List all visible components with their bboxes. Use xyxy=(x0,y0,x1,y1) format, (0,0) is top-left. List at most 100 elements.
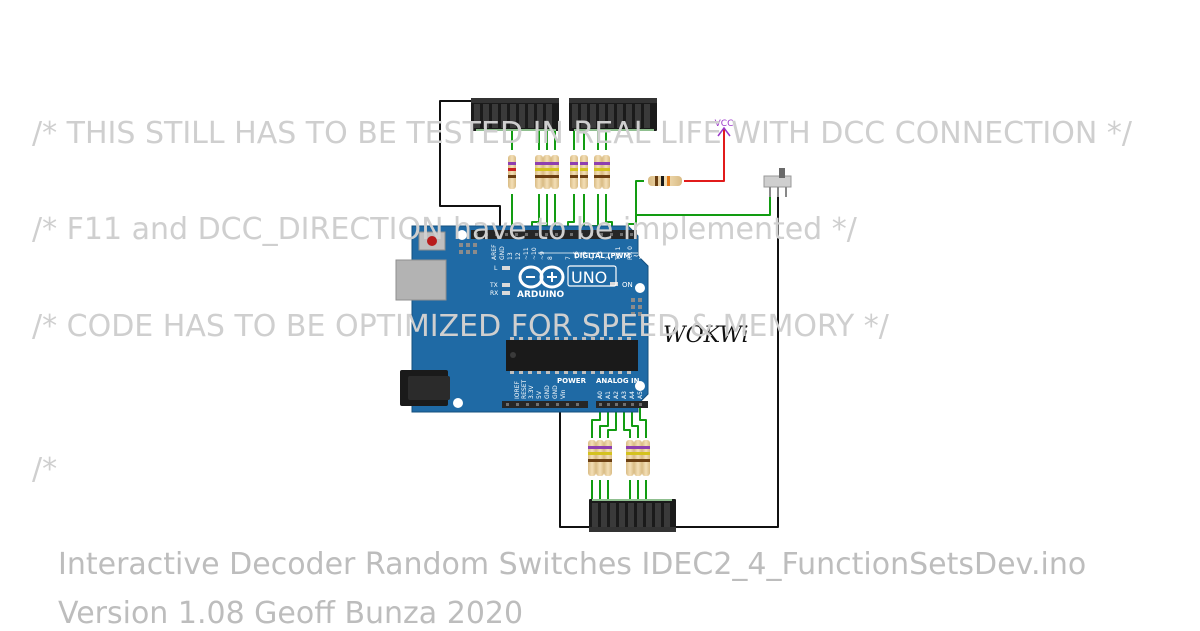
resistor-top-5[interactable] xyxy=(570,155,578,189)
slide-switch[interactable] xyxy=(763,168,792,197)
gnd-wire-top[interactable] xyxy=(439,100,501,234)
rx-led xyxy=(502,291,510,295)
chip-pin xyxy=(555,371,559,374)
chip-pin xyxy=(609,371,613,374)
chip-pin xyxy=(546,337,550,340)
pin-label: 13 xyxy=(507,252,514,260)
power-pin-label: GND xyxy=(552,385,559,399)
pin-label: GND xyxy=(499,246,506,260)
power-header[interactable] xyxy=(502,401,588,408)
resistor-bottom-1[interactable] xyxy=(588,440,596,476)
chip-pin xyxy=(609,337,613,340)
switch-wire-black[interactable] xyxy=(676,197,779,528)
mounting-hole xyxy=(453,398,463,408)
l-led-label: L xyxy=(494,265,498,272)
chip-pin xyxy=(591,337,595,340)
led-bargraph-top-left[interactable] xyxy=(471,98,559,131)
resistor-bottom-4[interactable] xyxy=(626,440,634,476)
resistor-top-1[interactable] xyxy=(508,155,516,189)
resistor-bottom-5[interactable] xyxy=(634,440,642,476)
analog-pin-label: A1 xyxy=(605,391,612,399)
resistor-top-3[interactable] xyxy=(543,155,551,189)
led-bargraph-top-right[interactable] xyxy=(569,98,657,131)
footer-title: Interactive Decoder Random Switches IDEC… xyxy=(58,547,1087,582)
analog-pin-label: A4 xyxy=(629,391,636,399)
chip-pin xyxy=(600,371,604,374)
on-led xyxy=(610,282,618,286)
chip-pin xyxy=(627,371,631,374)
mounting-hole xyxy=(635,283,645,293)
chip-pin xyxy=(582,371,586,374)
pin-label: ~5 xyxy=(581,251,588,260)
resistor-top-4[interactable] xyxy=(551,155,559,189)
reset-button[interactable] xyxy=(418,231,446,251)
chip-pin xyxy=(573,371,577,374)
pin-label: ~9 xyxy=(539,251,546,260)
chip-pin xyxy=(528,371,532,374)
gnd-wire-bottom[interactable] xyxy=(559,406,590,528)
vcc-label: VCC xyxy=(715,119,734,129)
analog-label: ANALOG IN xyxy=(596,377,640,385)
chip-pin xyxy=(537,337,541,340)
pin-label: ~6 xyxy=(573,251,580,260)
rx-led-label: RX xyxy=(490,290,498,297)
board-model: UNO xyxy=(571,268,607,287)
vcc-symbol[interactable]: VCC xyxy=(715,119,734,137)
pin-label: ~10 xyxy=(531,247,538,260)
chip-pin xyxy=(510,371,514,374)
vcc-wire[interactable] xyxy=(684,128,725,182)
resistor-bottom-3[interactable] xyxy=(604,440,612,476)
pin-label: TX 1 xyxy=(615,246,622,261)
pin-label: 8 xyxy=(547,256,554,260)
resistor-bottom-6[interactable] xyxy=(642,440,650,476)
icsp-header xyxy=(459,243,477,254)
board-brand: ARDUINO xyxy=(517,290,565,300)
tx-led-label: TX xyxy=(489,282,498,289)
digital-header[interactable] xyxy=(471,230,637,239)
led-bargraph-bottom[interactable] xyxy=(589,499,676,532)
chip-pin xyxy=(600,337,604,340)
power-label: POWER xyxy=(557,377,587,385)
chip-pin xyxy=(627,337,631,340)
power-pin-label: RESET xyxy=(521,379,528,399)
power-pin-label: GND xyxy=(544,385,551,399)
resistor-pullup[interactable] xyxy=(648,176,682,186)
chip-pin xyxy=(510,337,514,340)
chip-pin xyxy=(564,371,568,374)
pin-label: AREF xyxy=(491,244,498,260)
icsp-header-right xyxy=(631,298,642,316)
resistor-top-7[interactable] xyxy=(594,155,602,189)
mounting-hole xyxy=(457,230,467,240)
chip-pin xyxy=(582,337,586,340)
power-pin-label: 5V xyxy=(536,390,543,399)
chip-pin xyxy=(519,337,523,340)
analog-header[interactable] xyxy=(596,401,648,408)
pin-label: 7 xyxy=(565,256,572,260)
chip-pin xyxy=(573,337,577,340)
pin-label: 2 xyxy=(605,256,612,260)
resistor-bottom-2[interactable] xyxy=(596,440,604,476)
chip-pin xyxy=(618,337,622,340)
chip-pin xyxy=(618,371,622,374)
usb-connector xyxy=(395,259,447,301)
pin-label: 12 xyxy=(515,252,522,260)
on-led-label: ON xyxy=(622,281,633,289)
switch-wire-green[interactable] xyxy=(636,197,771,216)
resistor-top-6[interactable] xyxy=(580,155,588,189)
resistor-top-2[interactable] xyxy=(535,155,543,189)
l-led xyxy=(502,266,510,270)
resistor-top-8[interactable] xyxy=(602,155,610,189)
analog-pin-label: A3 xyxy=(621,391,628,399)
power-pin-label: 3.3V xyxy=(528,384,535,399)
chip-pin xyxy=(546,371,550,374)
digital-header-label: DIGITAL (PWM ~) xyxy=(574,252,642,260)
wokwi-watermark: WOKWi xyxy=(663,323,749,348)
chip-pin xyxy=(528,337,532,340)
atmega-chip xyxy=(506,337,638,374)
tx-led xyxy=(502,283,510,287)
pin-label: 4 xyxy=(589,256,596,260)
uno-badge xyxy=(567,265,617,287)
chip-pin xyxy=(564,337,568,340)
